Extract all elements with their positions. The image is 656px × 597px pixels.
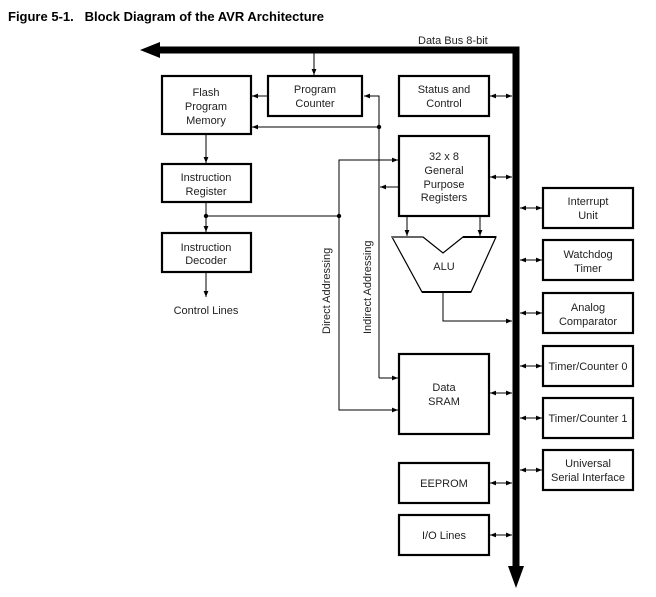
block-label: Timer/Counter 0 — [548, 361, 627, 373]
block-universal-serial-interface: Universal Serial Interface — [541, 448, 635, 492]
block-label: EEPROM — [420, 478, 468, 490]
data-bus-label: Data Bus 8-bit — [418, 35, 488, 47]
figure-title: Figure 5-1. Block Diagram of the AVR Arc… — [8, 9, 324, 24]
block-status-and-control: Status and Control — [397, 74, 491, 118]
block-label: Data — [432, 382, 456, 394]
block-watchdog-timer: Watchdog Timer — [541, 238, 635, 282]
block-alu: ALU — [390, 236, 497, 293]
block-label: Interrupt — [568, 196, 609, 208]
block-instruction-decoder: Instruction Decoder — [160, 231, 253, 274]
control-lines-label: Control Lines — [174, 305, 239, 317]
block-label: Purpose — [424, 179, 465, 191]
block-label: Comparator — [559, 316, 617, 328]
block-label: 32 x 8 — [429, 151, 459, 163]
block-label: SRAM — [428, 396, 460, 408]
data-bus-down-arrow-icon — [508, 566, 524, 588]
indirect-addressing-label: Indirect Addressing — [362, 240, 374, 334]
block-label: Registers — [421, 192, 468, 204]
block-label: Decoder — [185, 255, 227, 267]
block-label: Control — [426, 98, 461, 110]
block-label: Memory — [186, 115, 226, 127]
figure-number: Figure 5-1. — [8, 9, 74, 24]
block-label: Status and — [418, 84, 471, 96]
data-bus-left-arrow-icon — [140, 42, 160, 58]
block-io-lines: I/O Lines — [397, 513, 491, 557]
block-label: ALU — [433, 261, 454, 273]
wire-indirect-to-pc — [364, 93, 380, 378]
block-instruction-register: Instruction Register — [160, 162, 253, 204]
data-bus: Data Bus 8-bit — [140, 35, 524, 588]
block-label: Flash — [193, 87, 220, 99]
block-label: Program — [185, 101, 227, 113]
wire-direct-to-gpr — [338, 157, 398, 216]
junction-dot — [203, 213, 209, 219]
block-label: Register — [186, 186, 227, 198]
block-label: Timer — [574, 263, 602, 275]
block-label: Unit — [578, 210, 598, 222]
wires — [203, 53, 542, 538]
block-label: Instruction — [181, 242, 232, 254]
direct-addressing-label: Direct Addressing — [321, 248, 333, 334]
block-general-purpose-registers: 32 x 8 General Purpose Registers — [397, 134, 491, 218]
wire-direct-to-sram — [338, 216, 398, 413]
block-program-counter: Program Counter — [266, 74, 364, 118]
block-label: I/O Lines — [422, 530, 467, 542]
figure-caption: Block Diagram of the AVR Architecture — [84, 9, 324, 24]
block-data-sram: Data SRAM — [397, 352, 491, 436]
block-label: Watchdog — [563, 249, 612, 261]
block-label: Universal — [565, 458, 611, 470]
junction-dot — [376, 124, 382, 130]
block-interrupt-unit: Interrupt Unit — [541, 186, 635, 230]
block-label: General — [424, 165, 463, 177]
wire-alu-to-bus — [442, 292, 512, 324]
block-timer-counter-1: Timer/Counter 1 — [541, 396, 635, 440]
block-label: Counter — [295, 98, 334, 110]
block-label: Serial Interface — [551, 472, 625, 484]
block-label: Timer/Counter 1 — [548, 413, 627, 425]
block-timer-counter-0: Timer/Counter 0 — [541, 344, 635, 388]
block-analog-comparator: Analog Comparator — [541, 291, 635, 335]
data-bus-line — [158, 46, 520, 570]
block-label: Analog — [571, 302, 605, 314]
block-label: Program — [294, 84, 336, 96]
block-eeprom: EEPROM — [397, 461, 491, 505]
block-label: Instruction — [181, 172, 232, 184]
block-flash-program-memory: Flash Program Memory — [160, 74, 253, 136]
